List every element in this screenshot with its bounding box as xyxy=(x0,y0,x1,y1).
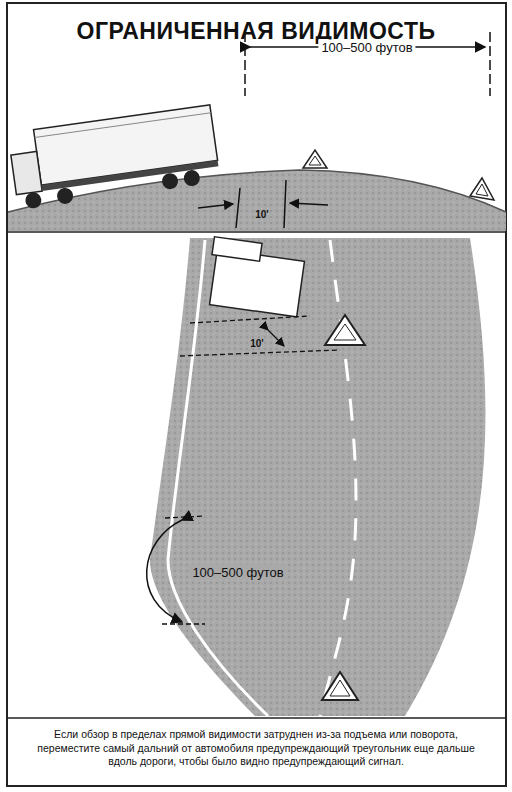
dimension-label: 100–500 футов xyxy=(318,40,415,55)
distance-label: 10' xyxy=(252,209,272,220)
caption: Если обзор в пределах прямой видимости з… xyxy=(28,728,484,769)
distance-label: 10' xyxy=(247,338,267,349)
dimension-label: 100–500 футов xyxy=(189,565,286,580)
diagram-title: ОГРАНИЧЕННАЯ ВИДИМОСТЬ xyxy=(0,18,512,45)
